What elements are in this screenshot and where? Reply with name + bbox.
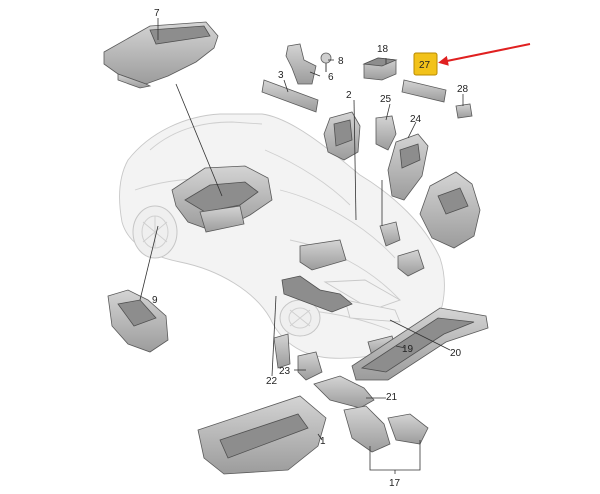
label-28: 28 <box>457 84 469 95</box>
label-22: 22 <box>266 376 278 387</box>
label-2: 2 <box>346 90 352 101</box>
part-3-strip <box>261 79 319 113</box>
part-28-block <box>455 103 473 119</box>
mid-car-parts <box>281 221 425 313</box>
label-3: 3 <box>278 70 284 81</box>
label-25: 25 <box>380 94 392 105</box>
label-1: 1 <box>320 436 326 447</box>
part-27-strip <box>401 79 447 103</box>
label-17: 17 <box>389 478 401 489</box>
part-23-bracket <box>297 351 323 381</box>
part-17-group <box>343 405 429 453</box>
label-9: 7 <box>154 8 160 19</box>
label-20: 20 <box>450 348 462 359</box>
label-19: 19 <box>402 344 414 355</box>
part-2-panel <box>323 111 361 161</box>
part-6-bracket <box>285 43 317 85</box>
label-18: 18 <box>377 44 389 55</box>
label-23: 23 <box>279 366 291 377</box>
label-21: 21 <box>386 392 398 403</box>
part-20-rail <box>351 307 489 381</box>
engine-compartment-part <box>171 165 273 233</box>
part-number-labels: 7 3 6 8 18 27 28 2 25 24 9 19 20 22 23 2… <box>152 8 469 489</box>
side-intake-part <box>419 171 481 249</box>
part-1-panel <box>197 395 327 475</box>
part-8-panel <box>107 289 169 353</box>
label-7: 8 <box>338 56 344 67</box>
red-arrow-icon <box>438 43 531 66</box>
label-27: 27 <box>419 60 431 71</box>
part-9-tray <box>103 21 219 89</box>
part-25-bracket <box>375 115 397 151</box>
part-7-clip <box>320 52 332 72</box>
part-18-block <box>362 57 398 81</box>
label-6: 6 <box>328 72 334 83</box>
part-24-duct <box>387 133 429 201</box>
part-21-panel <box>313 375 375 409</box>
part-22-bracket <box>273 333 291 369</box>
label-8: 9 <box>152 295 158 306</box>
part-27-highlight <box>413 52 438 76</box>
leader-lines <box>139 18 464 474</box>
label-24: 24 <box>410 114 422 125</box>
